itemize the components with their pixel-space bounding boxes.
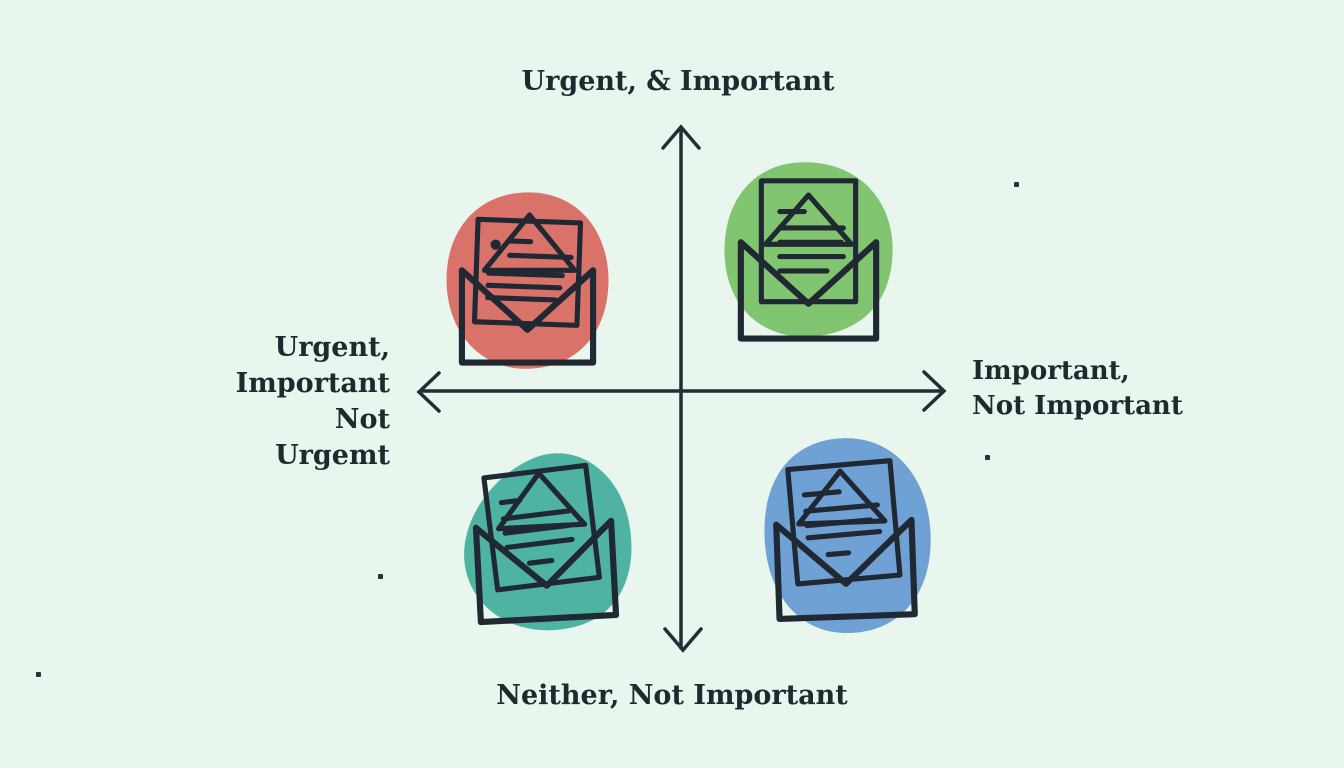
quadrant-top-right xyxy=(706,150,911,355)
axis-label-left-line: Important xyxy=(235,368,390,399)
arrow-left-icon xyxy=(416,371,441,413)
blob-top-right xyxy=(724,162,893,337)
arrow-up-icon xyxy=(661,124,701,150)
axis-label-right: Important, Not Important xyxy=(972,354,1183,424)
axis-label-top: Urgent, & Important xyxy=(521,66,835,97)
envelope-icon-bottom-right xyxy=(764,438,931,633)
arrow-right-icon xyxy=(922,370,947,412)
envelope-icon-top-left xyxy=(446,192,609,369)
quadrant-bottom-right xyxy=(742,428,947,633)
vertical-axis xyxy=(661,124,703,653)
envelope-icon-bottom-left xyxy=(464,453,632,631)
quadrant-top-left xyxy=(425,176,630,381)
axis-label-left-line: Urgemt xyxy=(275,440,390,471)
axis-label-left-line: Not xyxy=(334,404,390,435)
ink-dot xyxy=(985,455,990,460)
ink-dot xyxy=(36,672,41,677)
ink-dot xyxy=(1014,182,1019,187)
ink-dot xyxy=(378,574,383,579)
axis-label-right-line: Not Important xyxy=(972,391,1183,421)
axis-label-bottom: Neither, Not Important xyxy=(496,680,848,711)
quadrant-bottom-left xyxy=(442,430,647,635)
axis-label-left-line: Urgent, xyxy=(274,332,390,363)
axis-label-right-line: Important, xyxy=(972,356,1130,386)
horizontal-axis xyxy=(416,370,947,413)
axis-label-left: Urgent, Important Not Urgemt xyxy=(236,330,390,474)
arrow-down-icon xyxy=(663,627,703,653)
envelope-icon-top-right xyxy=(724,162,893,342)
